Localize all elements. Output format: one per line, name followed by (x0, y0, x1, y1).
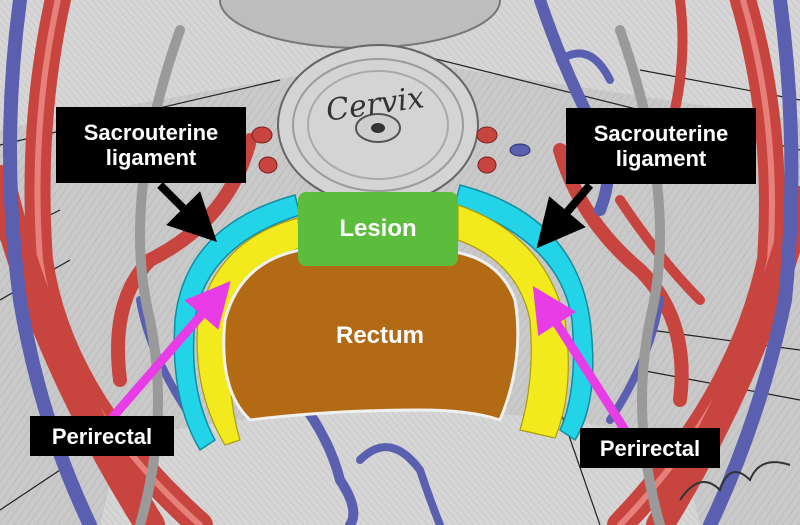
perirectal-label-right: Perirectal (580, 428, 720, 468)
lower-tissue (100, 410, 700, 525)
right-black-arrow (536, 182, 594, 249)
rectum-label: Rectum (335, 322, 425, 349)
small-vessels (251, 126, 531, 174)
artist-signature (679, 461, 791, 501)
sacrouterine-ligament-label-right: Sacrouterine ligament (566, 108, 756, 184)
lesion-label: Lesion (298, 192, 458, 266)
right-ligament-band (454, 184, 594, 442)
left-black-arrow (157, 182, 217, 242)
left-magenta-arrow (108, 280, 231, 421)
perirectal-label-left: Perirectal (30, 416, 174, 456)
left-ligament-band (173, 194, 301, 452)
upper-tissue (0, 0, 800, 130)
sacrouterine-ligament-label-left: Sacrouterine ligament (56, 107, 246, 183)
right-magenta-arrow (532, 286, 629, 433)
right-perirectal-band (457, 204, 569, 439)
cervix (277, 44, 479, 206)
